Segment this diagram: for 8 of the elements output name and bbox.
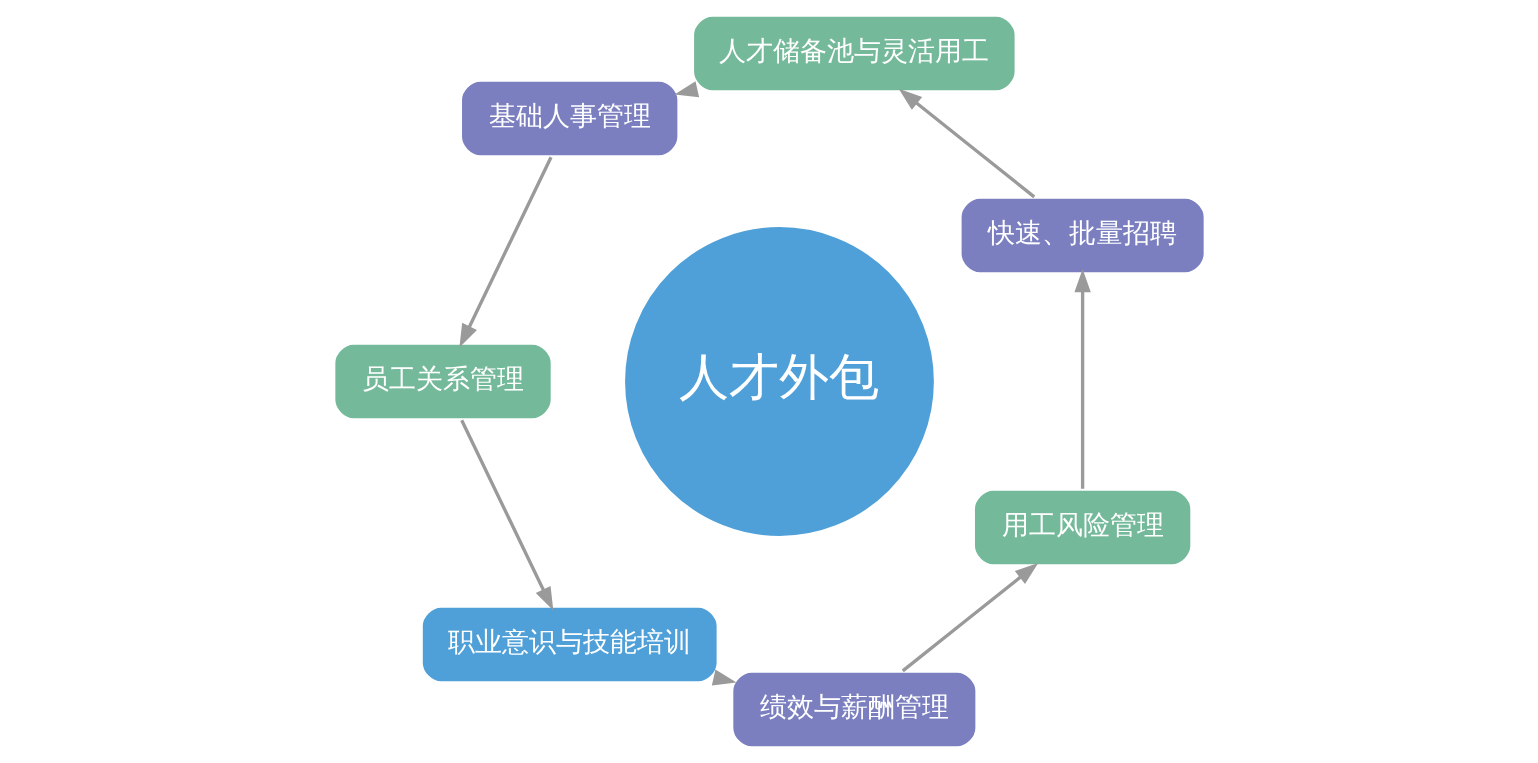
arrow — [898, 88, 1035, 199]
arrow — [674, 81, 699, 98]
arrow — [901, 562, 1038, 673]
node-box: 用工风险管理 — [971, 487, 1194, 568]
arrow — [458, 156, 552, 348]
arrow — [711, 669, 736, 686]
arrow — [1073, 268, 1091, 489]
arrow — [459, 419, 553, 611]
